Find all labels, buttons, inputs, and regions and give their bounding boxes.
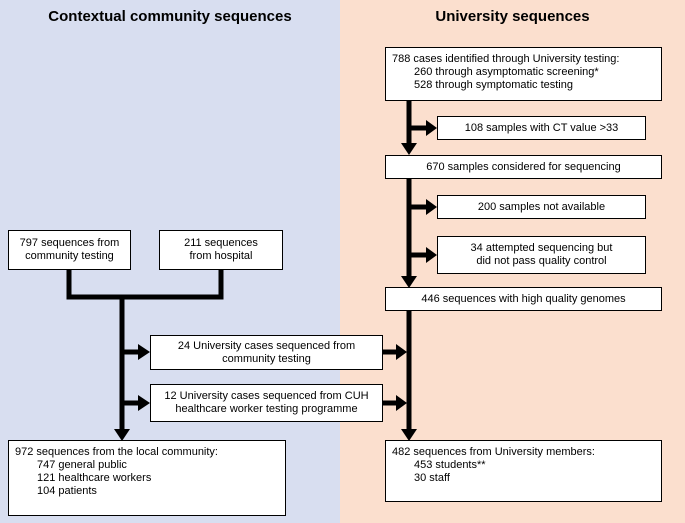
box-text: 34 attempted sequencing but did not pass… xyxy=(470,242,613,267)
community-panel-title: Contextual community sequences xyxy=(48,8,292,25)
box-item: 453 students** xyxy=(414,459,486,471)
university-panel-title: University sequences xyxy=(435,8,590,25)
box-12-cuh-healthcare: 12 University cases sequenced from CUH h… xyxy=(150,384,383,422)
box-item: 747 general public xyxy=(37,459,127,471)
box-446-high-quality: 446 sequences with high quality genomes xyxy=(385,287,662,311)
box-text: 446 sequences with high quality genomes xyxy=(421,292,626,305)
box-text: 670 samples considered for sequencing xyxy=(426,160,621,173)
box-item: 121 healthcare workers xyxy=(37,472,152,484)
box-text: 24 University cases sequenced from commu… xyxy=(177,339,356,365)
box-text: 211 sequences from hospital xyxy=(184,237,258,262)
box-972-local-community: 972 sequences from the local community: … xyxy=(8,440,286,516)
box-title: 788 cases identified through University … xyxy=(392,53,620,65)
box-title: 482 sequences from University members: xyxy=(392,446,595,458)
box-item: 104 patients xyxy=(37,485,97,497)
box-670-considered: 670 samples considered for sequencing xyxy=(385,155,662,179)
box-211-hospital: 211 sequences from hospital xyxy=(159,230,283,270)
box-item: 30 staff xyxy=(414,472,450,484)
box-482-university-members: 482 sequences from University members: 4… xyxy=(385,440,662,502)
box-200-not-available: 200 samples not available xyxy=(437,195,646,219)
box-text: 200 samples not available xyxy=(477,200,606,213)
box-title: 972 sequences from the local community: xyxy=(15,446,218,458)
box-108-ct-value: 108 samples with CT value >33 xyxy=(437,116,646,140)
box-788-cases-identified: 788 cases identified through University … xyxy=(385,47,662,101)
box-34-failed-qc: 34 attempted sequencing but did not pass… xyxy=(437,236,646,274)
box-item: 528 through symptomatic testing xyxy=(414,79,573,91)
box-24-university-community: 24 University cases sequenced from commu… xyxy=(150,335,383,370)
box-text: 797 sequences from community testing xyxy=(19,237,120,262)
box-text: 108 samples with CT value >33 xyxy=(464,121,619,134)
box-797-community-testing: 797 sequences from community testing xyxy=(8,230,131,270)
box-item: 260 through asymptomatic screening* xyxy=(414,66,599,78)
box-text: 12 University cases sequenced from CUH h… xyxy=(164,390,369,415)
